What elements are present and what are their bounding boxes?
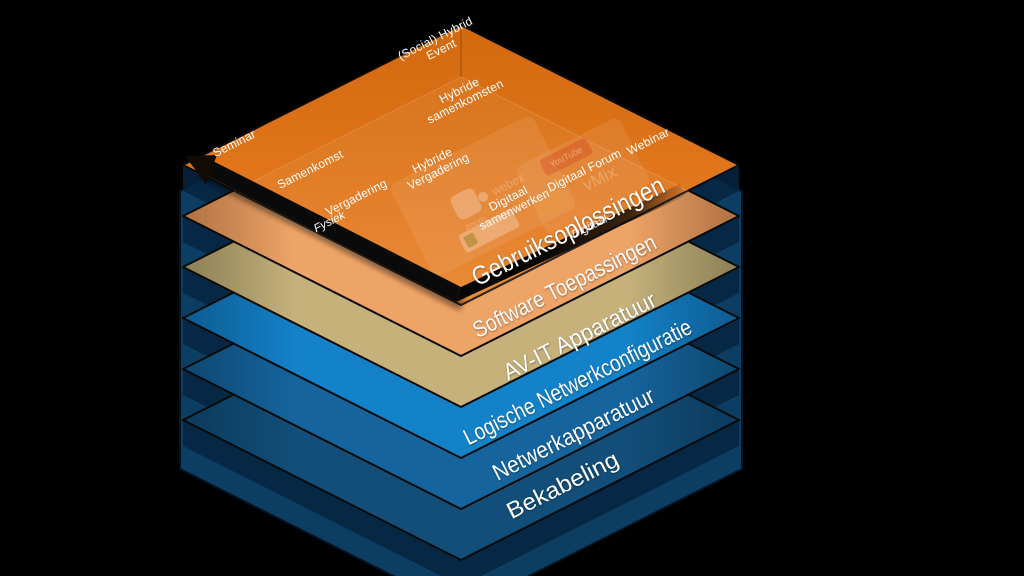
faint-panel-forum [516, 118, 650, 234]
axis-arrow-right-bar [456, 184, 685, 302]
axis-arrow [185, 155, 685, 311]
axis-arrow-left-bar [196, 155, 461, 302]
faint-panel-collab [390, 116, 576, 276]
axis-arrow-head [185, 155, 217, 184]
misc-app-card [532, 184, 572, 218]
depth-band-6 [183, 420, 739, 576]
